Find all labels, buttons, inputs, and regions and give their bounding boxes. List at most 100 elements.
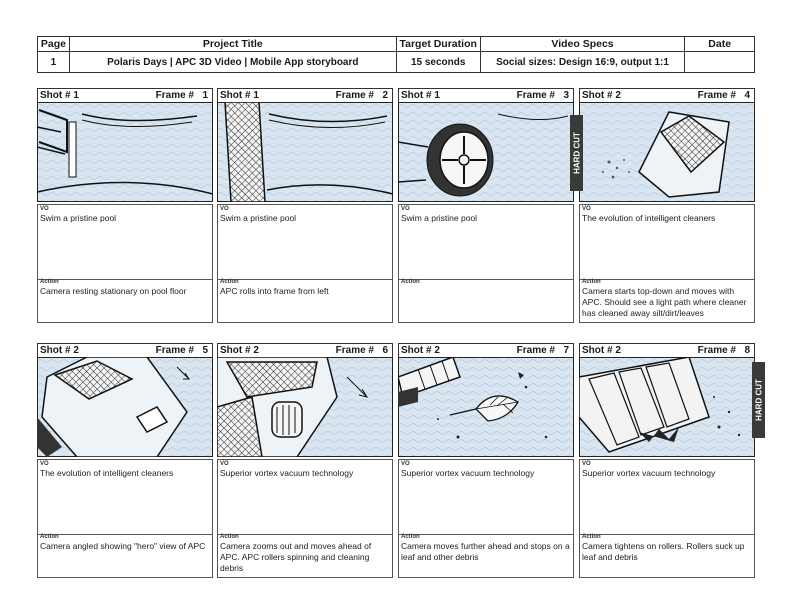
storyboard-panel-7: Shot # 2 Frame # 7 VO Superior vortex va… (398, 343, 574, 579)
vo-label: VO (401, 206, 410, 212)
shot-number: Shot # 2 (582, 90, 621, 101)
panel-header: Shot # 2 Frame # 5 (37, 343, 213, 358)
frame-number: 1 (202, 90, 208, 101)
sketch-frame-3 (398, 102, 574, 202)
hard-cut-marker-1: HARD CUT (570, 115, 583, 191)
action-text: Camera resting stationary on pool floor (40, 286, 187, 296)
video-specs: Social sizes: Design 16:9, output 1:1 (479, 51, 686, 73)
header-col-project-title: Project Title (68, 36, 397, 52)
date-value (684, 51, 755, 73)
storyboard-panel-3: Shot # 1 Frame # 3 VO Swim a pristine po… (398, 88, 574, 324)
action-text: APC rolls into frame from left (220, 286, 329, 296)
sketch-frame-5 (37, 357, 213, 457)
action-label: Action (40, 534, 59, 540)
action-text: Camera moves further ahead and stops on … (401, 541, 570, 562)
vo-box: VO Superior vortex vacuum technology (579, 459, 755, 535)
vo-box: VO Superior vortex vacuum technology (398, 459, 574, 535)
frame-number: 2 (382, 90, 388, 101)
header-col-target-duration: Target Duration (395, 36, 481, 52)
frame-label: Frame # (155, 90, 194, 101)
sketch-frame-6 (217, 357, 393, 457)
shot-number: Shot # 2 (401, 345, 440, 356)
action-box: Action Camera moves further ahead and st… (398, 533, 574, 578)
vo-text: The evolution of intelligent cleaners (40, 468, 174, 478)
shot-number: Shot # 1 (220, 90, 259, 101)
sketch-frame-7 (398, 357, 574, 457)
shot-number: Shot # 1 (401, 90, 440, 101)
vo-text: Superior vortex vacuum technology (220, 468, 354, 478)
action-box: Action APC rolls into frame from left (217, 278, 393, 323)
storyboard-panel-8: Shot # 2 Frame # 8 VO Superior vortex va… (579, 343, 755, 579)
vo-text: Swim a pristine pool (220, 213, 297, 223)
action-box: Action Camera resting stationary on pool… (37, 278, 213, 323)
header-col-video-specs: Video Specs (479, 36, 686, 52)
action-label: Action (220, 279, 239, 285)
frame-label: Frame # (697, 345, 736, 356)
action-label: Action (40, 279, 59, 285)
target-duration: 15 seconds (395, 51, 481, 73)
vo-label: VO (220, 461, 229, 467)
vo-text: Superior vortex vacuum technology (401, 468, 535, 478)
page-number: 1 (37, 51, 70, 73)
frame-label: Frame # (516, 90, 555, 101)
vo-box: VO The evolution of intelligent cleaners (37, 459, 213, 535)
shot-number: Shot # 2 (582, 345, 621, 356)
action-label: Action (582, 279, 601, 285)
shot-number: Shot # 2 (220, 345, 259, 356)
storyboard-panel-4: Shot # 2 Frame # 4 VO The evolution of i… (579, 88, 755, 324)
vo-label: VO (582, 206, 591, 212)
vo-label: VO (401, 461, 410, 467)
vo-box: VO Swim a pristine pool (37, 204, 213, 280)
vo-box: VO Superior vortex vacuum technology (217, 459, 393, 535)
hard-cut-label: HARD CUT (572, 132, 581, 174)
panel-header: Shot # 2 Frame # 8 (579, 343, 755, 358)
frame-number: 4 (744, 90, 750, 101)
header-table: Page Project Title Target Duration Video… (37, 36, 755, 73)
frame-number: 5 (202, 345, 208, 356)
vo-label: VO (40, 206, 49, 212)
vo-label: VO (582, 461, 591, 467)
panel-header: Shot # 2 Frame # 6 (217, 343, 393, 358)
vo-box: VO Swim a pristine pool (398, 204, 574, 280)
vo-text: Swim a pristine pool (401, 213, 478, 223)
action-text: Camera zooms out and moves ahead of APC.… (220, 541, 372, 573)
panel-header: Shot # 2 Frame # 7 (398, 343, 574, 358)
frame-label: Frame # (335, 345, 374, 356)
action-text: Camera tightens on rollers. Rollers suck… (582, 541, 745, 562)
frame-number: 8 (744, 345, 750, 356)
action-label: Action (582, 534, 601, 540)
action-box: Action Camera tightens on rollers. Rolle… (579, 533, 755, 578)
vo-label: VO (40, 461, 49, 467)
action-text: Camera starts top-down and moves with AP… (582, 286, 747, 318)
storyboard-panel-2: Shot # 1 Frame # 2 VO Swim a pristine po… (217, 88, 393, 324)
action-label: Action (220, 534, 239, 540)
sketch-frame-1 (37, 102, 213, 202)
action-label: Action (401, 279, 420, 285)
action-box: Action Camera zooms out and moves ahead … (217, 533, 393, 578)
action-box: Action (398, 278, 574, 323)
action-label: Action (401, 534, 420, 540)
panel-header: Shot # 1 Frame # 3 (398, 88, 574, 103)
project-title: Polaris Days | APC 3D Video | Mobile App… (68, 51, 397, 73)
vo-box: VO The evolution of intelligent cleaners (579, 204, 755, 280)
frame-label: Frame # (155, 345, 194, 356)
header-col-page: Page (37, 36, 70, 52)
panel-header: Shot # 1 Frame # 1 (37, 88, 213, 103)
frame-label: Frame # (516, 345, 555, 356)
sketch-frame-4 (579, 102, 755, 202)
frame-number: 7 (563, 345, 569, 356)
vo-text: The evolution of intelligent cleaners (582, 213, 716, 223)
storyboard-panel-5: Shot # 2 Frame # 5 VO The evolution of i… (37, 343, 213, 579)
shot-number: Shot # 2 (40, 345, 79, 356)
frame-number: 6 (382, 345, 388, 356)
sketch-frame-2 (217, 102, 393, 202)
header-col-date: Date (684, 36, 755, 52)
action-box: Action Camera angled showing "hero" view… (37, 533, 213, 578)
sketch-frame-8 (579, 357, 755, 457)
panel-header: Shot # 1 Frame # 2 (217, 88, 393, 103)
vo-label: VO (220, 206, 229, 212)
frame-label: Frame # (335, 90, 374, 101)
storyboard-panel-1: Shot # 1 Frame # 1 VO Swim a pristine po… (37, 88, 213, 324)
hard-cut-marker-2: HARD CUT (752, 362, 765, 438)
action-box: Action Camera starts top-down and moves … (579, 278, 755, 323)
